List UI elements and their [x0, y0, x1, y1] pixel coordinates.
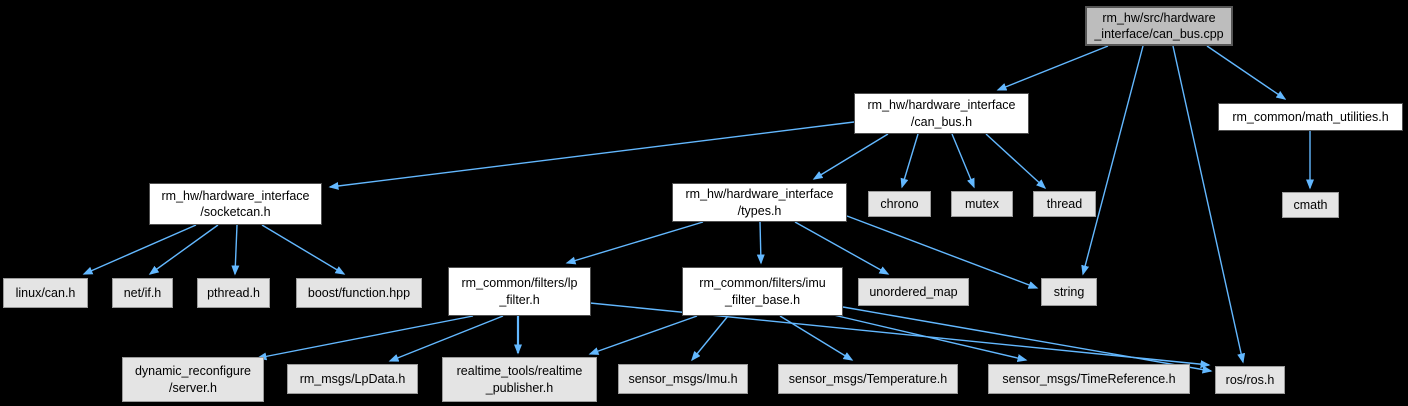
node-label: ros/ros.h	[1225, 372, 1275, 387]
edge-can_bus_cpp-math_utilities_h	[1206, 45, 1287, 100]
node-string: string	[1041, 278, 1097, 306]
edge-imu_filter_base_h-sensor_timereference_h	[824, 312, 1028, 362]
node-label: rm_hw/hardware_interface	[161, 188, 310, 203]
edge-can_bus_cpp-ros_ros_h	[1172, 45, 1246, 364]
node-label: sensor_msgs/TimeReference.h	[1002, 371, 1176, 386]
node-label: rm_common/filters/imu	[699, 276, 826, 291]
node-label: _filter.h	[499, 292, 540, 307]
node-label: net/if.h	[123, 285, 162, 300]
node-label: sensor_msgs/Temperature.h	[788, 371, 948, 386]
node-thread: thread	[1033, 191, 1096, 217]
node-label: /socketcan.h	[200, 205, 271, 219]
node-can_bus_cpp: rm_hw/src/hardware _interface/can_bus.cp…	[1085, 6, 1233, 46]
edge-can_bus_h-chrono	[900, 133, 919, 189]
node-rm_msgs_lpdata_h: rm_msgs/LpData.h	[287, 364, 418, 394]
edge-types_h-imu_filter_base_h	[756, 221, 765, 265]
node-chrono: chrono	[868, 191, 931, 217]
node-label: boost/function.hpp	[307, 285, 411, 300]
node-label: rm_common/filters/lp	[461, 276, 578, 291]
node-label: thread	[1046, 196, 1083, 211]
edge-can_bus_cpp-can_bus_h	[996, 45, 1109, 91]
node-label: linux/can.h	[15, 285, 76, 300]
node-label: string	[1053, 284, 1085, 299]
node-label: rm_hw/hardware_interface	[685, 187, 834, 202]
edge-types_h-string	[846, 215, 1039, 289]
edge-imu_filter_base_h-sensor_temperature_h	[779, 315, 854, 361]
node-realtime_publisher_h: realtime_tools/realtime _publisher.h	[442, 357, 597, 402]
edge-lp_filter_h-rm_msgs_lpdata_h	[388, 315, 504, 362]
node-pthread_h: pthread.h	[197, 278, 270, 308]
node-boost_function_hpp: boost/function.hpp	[296, 278, 422, 308]
node-sensor_timereference_h: sensor_msgs/TimeReference.h	[988, 364, 1190, 394]
node-math_utilities_h[interactable]: rm_common/math_utilities.h	[1218, 103, 1403, 131]
edge-socketcan_h-linux_can_h	[82, 224, 197, 275]
edge-lp_filter_h-dyn_reconf_server_h	[256, 315, 474, 361]
edge-can_bus_h-thread	[985, 133, 1047, 190]
node-lp_filter_h[interactable]: rm_common/filters/lp _filter.h	[448, 267, 591, 316]
node-label: cmath	[1293, 197, 1328, 212]
node-label: _publisher.h	[485, 380, 554, 395]
edge-can_bus_cpp-string	[1081, 45, 1144, 276]
node-types_h[interactable]: rm_hw/hardware_interface /types.h	[672, 183, 847, 222]
node-imu_filter_base_h[interactable]: rm_common/filters/imu _filter_base.h	[682, 267, 843, 316]
node-ros_ros_h: ros/ros.h	[1215, 366, 1285, 394]
edge-socketcan_h-pthread_h	[231, 224, 240, 276]
edge-imu_filter_base_h-sensor_imu_h	[691, 315, 729, 362]
edge-can_bus_h-mutex	[951, 133, 975, 189]
node-label: dynamic_reconfigure	[134, 364, 252, 379]
edge-can_bus_h-socketcan_h	[328, 121, 855, 190]
node-sensor_imu_h: sensor_msgs/Imu.h	[618, 364, 748, 394]
node-label: unordered_map	[869, 284, 958, 299]
node-label: mutex	[964, 196, 1000, 211]
node-cmath: cmath	[1282, 192, 1339, 218]
node-label: /can_bus.h	[910, 114, 973, 129]
node-label: realtime_tools/realtime	[456, 364, 583, 379]
node-label: pthread.h	[207, 285, 260, 300]
node-dyn_reconf_server_h: dynamic_reconfigure /server.h	[122, 357, 264, 402]
node-label: chrono	[880, 196, 919, 211]
node-unordered_map: unordered_map	[858, 278, 969, 306]
node-label: rm_msgs/LpData.h	[299, 371, 406, 386]
node-net_if_h: net/if.h	[112, 278, 173, 308]
edge-types_h-unordered_map	[794, 221, 890, 275]
node-linux_can_h: linux/can.h	[3, 278, 88, 308]
node-label: /types.h	[737, 203, 782, 218]
edge-imu_filter_base_h-ros_ros_h	[842, 306, 1213, 374]
node-label: rm_hw/hardware_interface	[867, 98, 1016, 113]
node-label: rm_common/math_utilities.h	[1232, 109, 1389, 124]
node-label: rm_hw/src/hardware	[1102, 10, 1216, 25]
edge-socketcan_h-net_if_h	[148, 224, 219, 275]
edge-imu_filter_base_h-realtime_publisher_h	[588, 315, 698, 355]
node-label: sensor_msgs/Imu.h	[628, 371, 738, 386]
edge-socketcan_h-boost_function_hpp	[261, 224, 346, 275]
edge-types_h-lp_filter_h	[565, 221, 704, 265]
node-can_bus_h[interactable]: rm_hw/hardware_interface /can_bus.h	[854, 93, 1029, 134]
node-label: _filter_base.h	[724, 292, 801, 307]
node-mutex: mutex	[951, 191, 1013, 217]
edge-can_bus_h-types_h	[812, 133, 889, 180]
node-label: _interface/can_bus.cpp	[1094, 27, 1224, 41]
node-socketcan_h[interactable]: rm_hw/hardware_interface /socketcan.h	[149, 183, 322, 225]
node-label: /server.h	[169, 380, 217, 395]
node-sensor_temperature_h: sensor_msgs/Temperature.h	[778, 364, 958, 394]
